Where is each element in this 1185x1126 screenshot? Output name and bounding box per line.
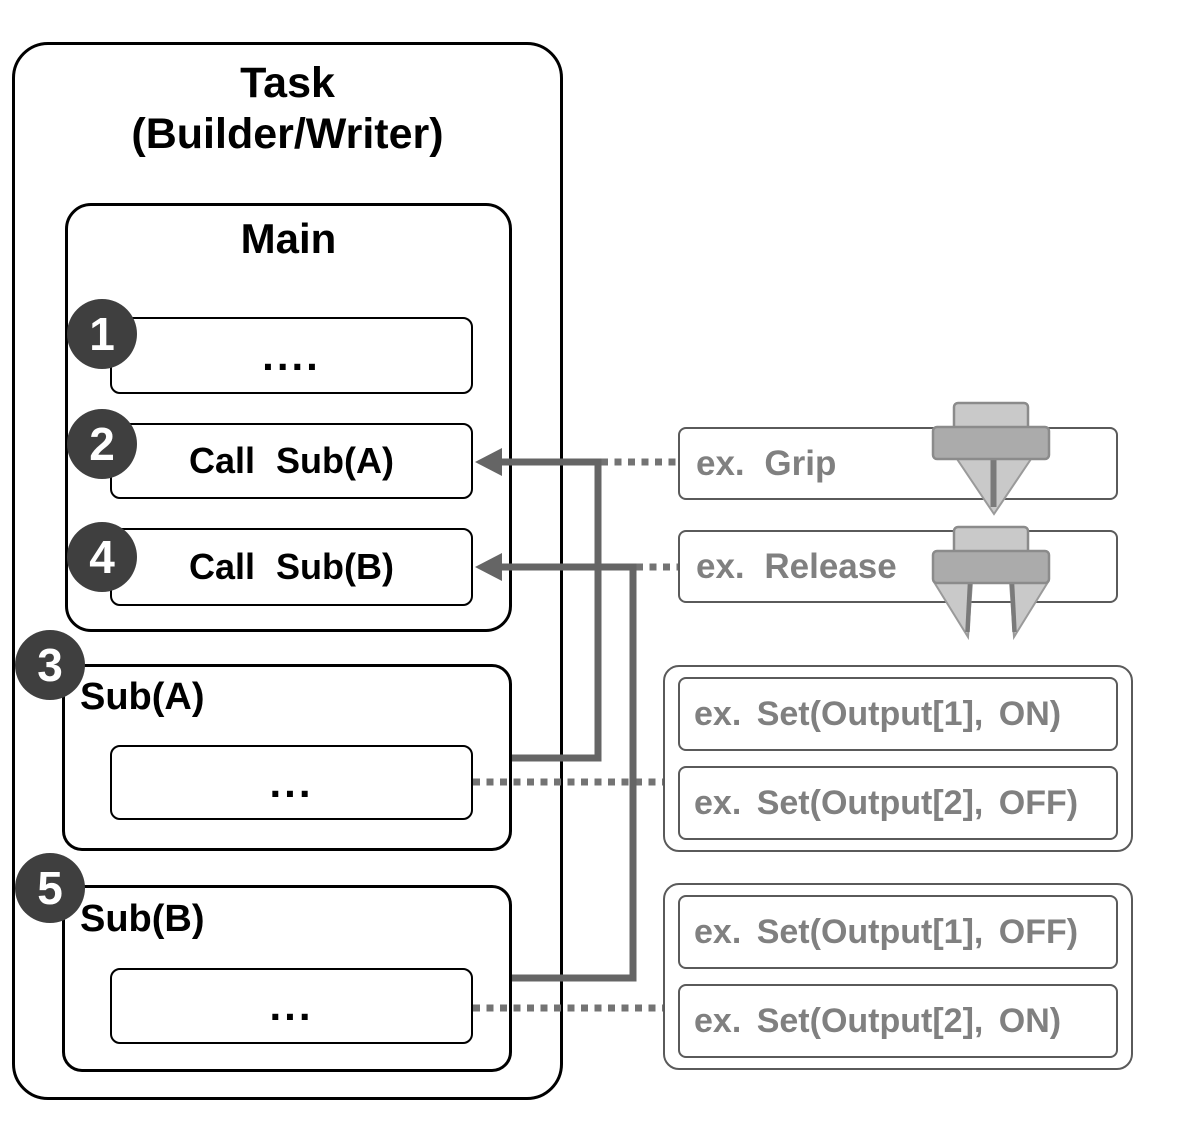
example-set-output2-on-box: ex. Set(Output[2], ON) bbox=[678, 984, 1118, 1058]
example-release-label: ex. Release bbox=[696, 546, 897, 586]
sub-a-title: Sub(A) bbox=[80, 676, 205, 718]
main-title: Main bbox=[240, 215, 337, 262]
example-release-box: ex. Release bbox=[678, 530, 1118, 603]
main-block-dots: .... bbox=[110, 317, 473, 394]
example-set-output1-off-label: ex. Set(Output[1], OFF) bbox=[694, 912, 1079, 951]
call-sub-a-label: Call Sub(A) bbox=[189, 440, 394, 481]
step-badge-4: 4 bbox=[67, 522, 137, 592]
example-set-output1-on-label: ex. Set(Output[1], ON) bbox=[694, 694, 1062, 733]
call-sub-b-label: Call Sub(B) bbox=[189, 546, 394, 587]
sub-a-block: ... bbox=[110, 745, 473, 820]
sub-b-title: Sub(B) bbox=[80, 898, 205, 940]
example-set-output2-on-label: ex. Set(Output[2], ON) bbox=[694, 1001, 1062, 1040]
sub-a-block-label: ... bbox=[269, 758, 314, 806]
example-set-output2-off-box: ex. Set(Output[2], OFF) bbox=[678, 766, 1118, 840]
main-block-dots-label: .... bbox=[262, 331, 321, 379]
example-set-output1-off-box: ex. Set(Output[1], OFF) bbox=[678, 895, 1118, 969]
sub-b-block-label: ... bbox=[269, 982, 314, 1029]
task-title: Task (Builder/Writer) bbox=[12, 58, 563, 159]
main-block-call-sub-a: Call Sub(A) bbox=[110, 423, 473, 499]
step-badge-3: 3 bbox=[15, 630, 85, 700]
example-grip-box: ex. Grip bbox=[678, 427, 1118, 500]
task-title-line2: (Builder/Writer) bbox=[131, 109, 444, 158]
step-badge-5: 5 bbox=[15, 853, 85, 923]
step-badge-1: 1 bbox=[67, 299, 137, 369]
step-badge-2: 2 bbox=[67, 409, 137, 479]
main-block-call-sub-b: Call Sub(B) bbox=[110, 528, 473, 606]
task-title-line1: Task bbox=[240, 59, 335, 107]
example-set-output2-off-label: ex. Set(Output[2], OFF) bbox=[694, 783, 1079, 822]
sub-b-block: ... bbox=[110, 968, 473, 1044]
example-grip-label: ex. Grip bbox=[696, 443, 837, 483]
example-set-output1-on-box: ex. Set(Output[1], ON) bbox=[678, 677, 1118, 751]
